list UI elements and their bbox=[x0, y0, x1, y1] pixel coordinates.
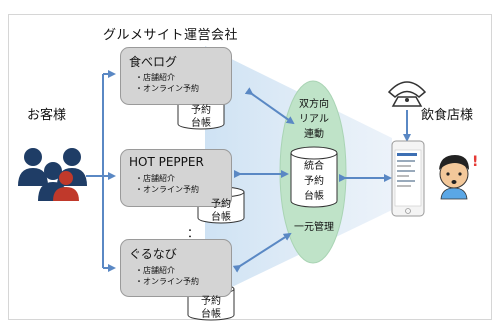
sync-label-line: リアル bbox=[299, 114, 329, 125]
telephone-icon bbox=[387, 81, 427, 107]
service-box-tabelog: 食べログ ・店舗紹介 ・オンライン予約 bbox=[120, 47, 232, 105]
service-item: ・オンライン予約 bbox=[135, 185, 199, 194]
sync-arrows bbox=[232, 87, 411, 273]
sync-label-line: 連動 bbox=[304, 129, 324, 140]
service-name: 食べログ bbox=[129, 55, 178, 69]
service-item: ・店舗紹介 bbox=[135, 174, 175, 183]
service-item: ・店舗紹介 bbox=[135, 73, 175, 82]
service-box-hotpepper: HOT PEPPER ・店舗紹介 ・オンライン予約 bbox=[120, 149, 232, 207]
integrated-db-cylinder bbox=[290, 146, 338, 208]
service-item: ・オンライン予約 bbox=[135, 84, 199, 93]
ledger-line: 台帳 bbox=[191, 118, 211, 129]
restaurant-label: 飲食店様 bbox=[421, 108, 474, 123]
integrated-db-label: 統合 予約 台帳 bbox=[291, 159, 337, 204]
ledger-line: 台帳 bbox=[201, 309, 221, 320]
customer-label: お客様 bbox=[27, 108, 67, 123]
db-label-line: 予約 bbox=[304, 176, 324, 187]
sync-label: 双方向 リアル 連動 bbox=[286, 97, 342, 142]
svg-text:!: ! bbox=[472, 154, 478, 170]
ledger-label-2: 予約 台帳 bbox=[198, 198, 244, 224]
outer-frame bbox=[8, 14, 492, 320]
operator-group-title: グルメサイト運営会社 bbox=[103, 28, 239, 43]
unified-management-label: 一元管理 bbox=[294, 222, 334, 233]
ledger-line: 予約 bbox=[211, 199, 231, 210]
customer-bracket bbox=[86, 70, 116, 272]
sync-label-line: 双方向 bbox=[299, 99, 329, 110]
ledger-line: 予約 bbox=[201, 296, 221, 307]
ledger-label-1: 予約 台帳 bbox=[178, 104, 224, 130]
restaurant-staff-icon: ! bbox=[439, 154, 478, 200]
ledger-label-3: 予約 台帳 bbox=[188, 295, 234, 321]
db-label-line: 台帳 bbox=[304, 191, 324, 202]
service-item: ・オンライン予約 bbox=[135, 277, 199, 286]
service-item: ・店舗紹介 bbox=[135, 266, 175, 275]
ledger-line: 予約 bbox=[191, 105, 211, 116]
smartphone-icon bbox=[391, 140, 425, 217]
db-label-line: 統合 bbox=[304, 161, 324, 172]
service-name: HOT PEPPER bbox=[129, 155, 204, 169]
more-services-ellipsis: ： bbox=[187, 226, 200, 240]
customers-icon bbox=[18, 148, 87, 201]
service-name: ぐるなび bbox=[129, 247, 177, 261]
service-box-gurunavi: ぐるなび ・店舗紹介 ・オンライン予約 bbox=[120, 239, 232, 297]
ledger-line: 台帳 bbox=[211, 212, 231, 223]
